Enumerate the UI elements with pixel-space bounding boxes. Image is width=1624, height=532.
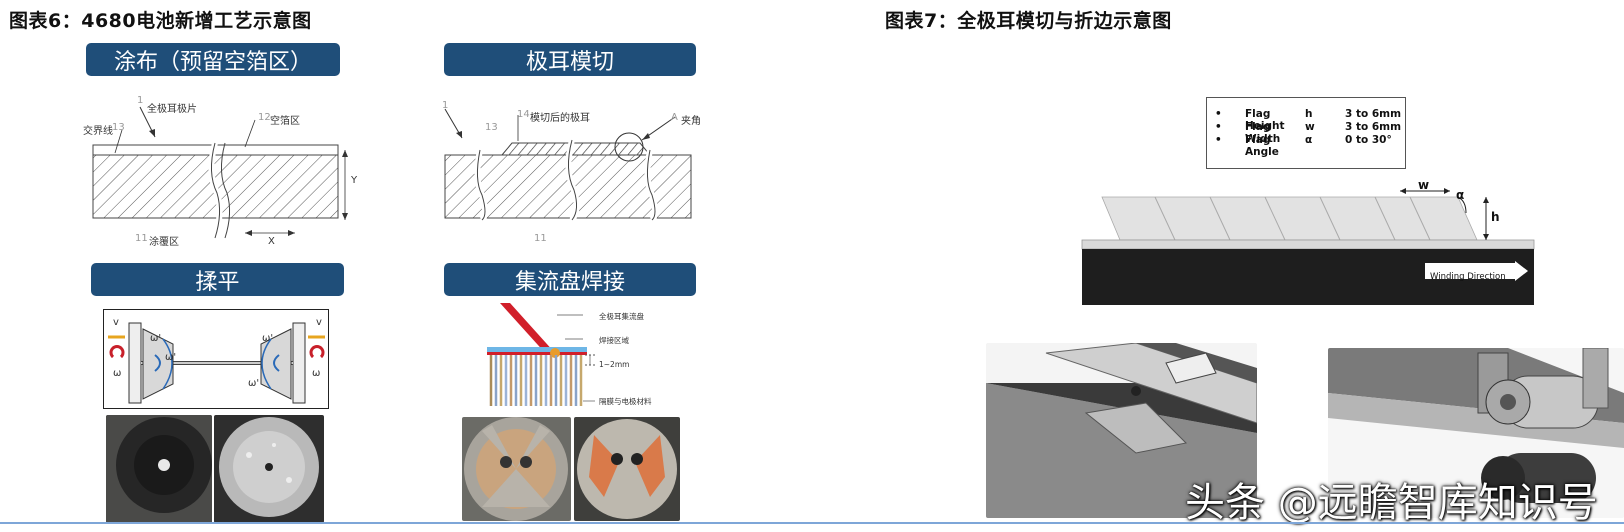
label-num-a: A bbox=[671, 112, 678, 123]
label-num-13: 13 bbox=[485, 122, 498, 133]
label-h: h bbox=[1491, 210, 1500, 224]
flatten-banner: 揉平 bbox=[91, 263, 344, 296]
label-omega-2: ω' bbox=[262, 333, 274, 344]
label-collector-plate: 全极耳集流盘 bbox=[599, 312, 644, 321]
label-omega-5: ω bbox=[113, 368, 122, 379]
label-alpha: α bbox=[1456, 188, 1465, 202]
label-axis-x: X bbox=[268, 236, 275, 247]
label-w: w bbox=[1418, 178, 1430, 192]
label-angle: 夹角 bbox=[681, 116, 701, 127]
label-die-cut-tab: 模切后的极耳 bbox=[530, 113, 590, 124]
label-boundary-line: 交界线 bbox=[83, 126, 113, 137]
label-separator: 隔膜与电极材料 bbox=[599, 397, 652, 406]
label-blank-foil-area: 空箔区 bbox=[270, 116, 300, 127]
label-full-tab-sheet: 全极耳极片 bbox=[147, 104, 197, 115]
collector-plate-photo-1 bbox=[462, 417, 571, 521]
folding-machine-render bbox=[1328, 348, 1624, 518]
die-cut-banner: 极耳模切 bbox=[444, 43, 696, 76]
label-coating-area: 涂覆区 bbox=[149, 237, 179, 248]
bottom-rule bbox=[0, 522, 1624, 524]
spec-row-height: • Flag Height h 3 to 6mm bbox=[1215, 108, 1402, 132]
spec-row-angle: • Flag Angle α 0 to 30° bbox=[1215, 134, 1392, 158]
die-cut-diagram bbox=[444, 108, 692, 223]
label-axis-y: Y bbox=[351, 175, 358, 186]
label-omega-6: ω bbox=[312, 368, 321, 379]
label-num-11: 11 bbox=[135, 233, 148, 244]
label-num-14: 14 bbox=[517, 109, 530, 120]
spec-row-width: • Flag Width w 3 to 6mm bbox=[1215, 121, 1402, 145]
die-cut-tabs bbox=[500, 142, 652, 156]
flag-spec-table: • Flag Height h 3 to 6mm • Flag Width w … bbox=[1206, 97, 1406, 169]
laser-beam bbox=[500, 303, 555, 355]
watermark: 头条 @远瞻智库知识号 bbox=[1185, 480, 1598, 526]
flatten-diagram bbox=[103, 309, 329, 409]
collector-plate-photo-2 bbox=[574, 417, 680, 521]
welding-banner: 集流盘焊接 bbox=[444, 263, 696, 296]
flag-diagram bbox=[1081, 188, 1535, 305]
label-omega-1: ω' bbox=[150, 333, 162, 344]
figure6-title: 图表6：4680电池新增工艺示意图 bbox=[9, 10, 312, 32]
label-weld-area: 焊接区域 bbox=[599, 336, 629, 345]
label-num-1: 1 bbox=[137, 95, 144, 106]
die-cut-machine-render bbox=[986, 343, 1257, 518]
flattened-cell-photo-dark bbox=[106, 415, 212, 523]
label-omega-3: ω' bbox=[165, 352, 177, 363]
figure7-title: 图表7：全极耳模切与折边示意图 bbox=[885, 10, 1172, 32]
coating-diagram bbox=[92, 106, 348, 239]
flattened-cell-photo-light bbox=[214, 415, 324, 523]
label-num-11: 11 bbox=[534, 233, 547, 244]
label-gap: 1~2mm bbox=[599, 360, 630, 369]
label-v-right: v bbox=[316, 317, 322, 328]
label-num-1: 1 bbox=[442, 100, 449, 111]
label-omega-4: ω' bbox=[248, 378, 260, 389]
label-winding-direction: Winding Direction bbox=[1430, 272, 1506, 282]
label-num-12: 12 bbox=[258, 112, 271, 123]
label-num-13: 13 bbox=[112, 122, 125, 133]
label-v-left: v bbox=[113, 317, 119, 328]
coating-banner: 涂布（预留空箔区） bbox=[86, 43, 340, 76]
welding-diagram bbox=[487, 303, 595, 406]
